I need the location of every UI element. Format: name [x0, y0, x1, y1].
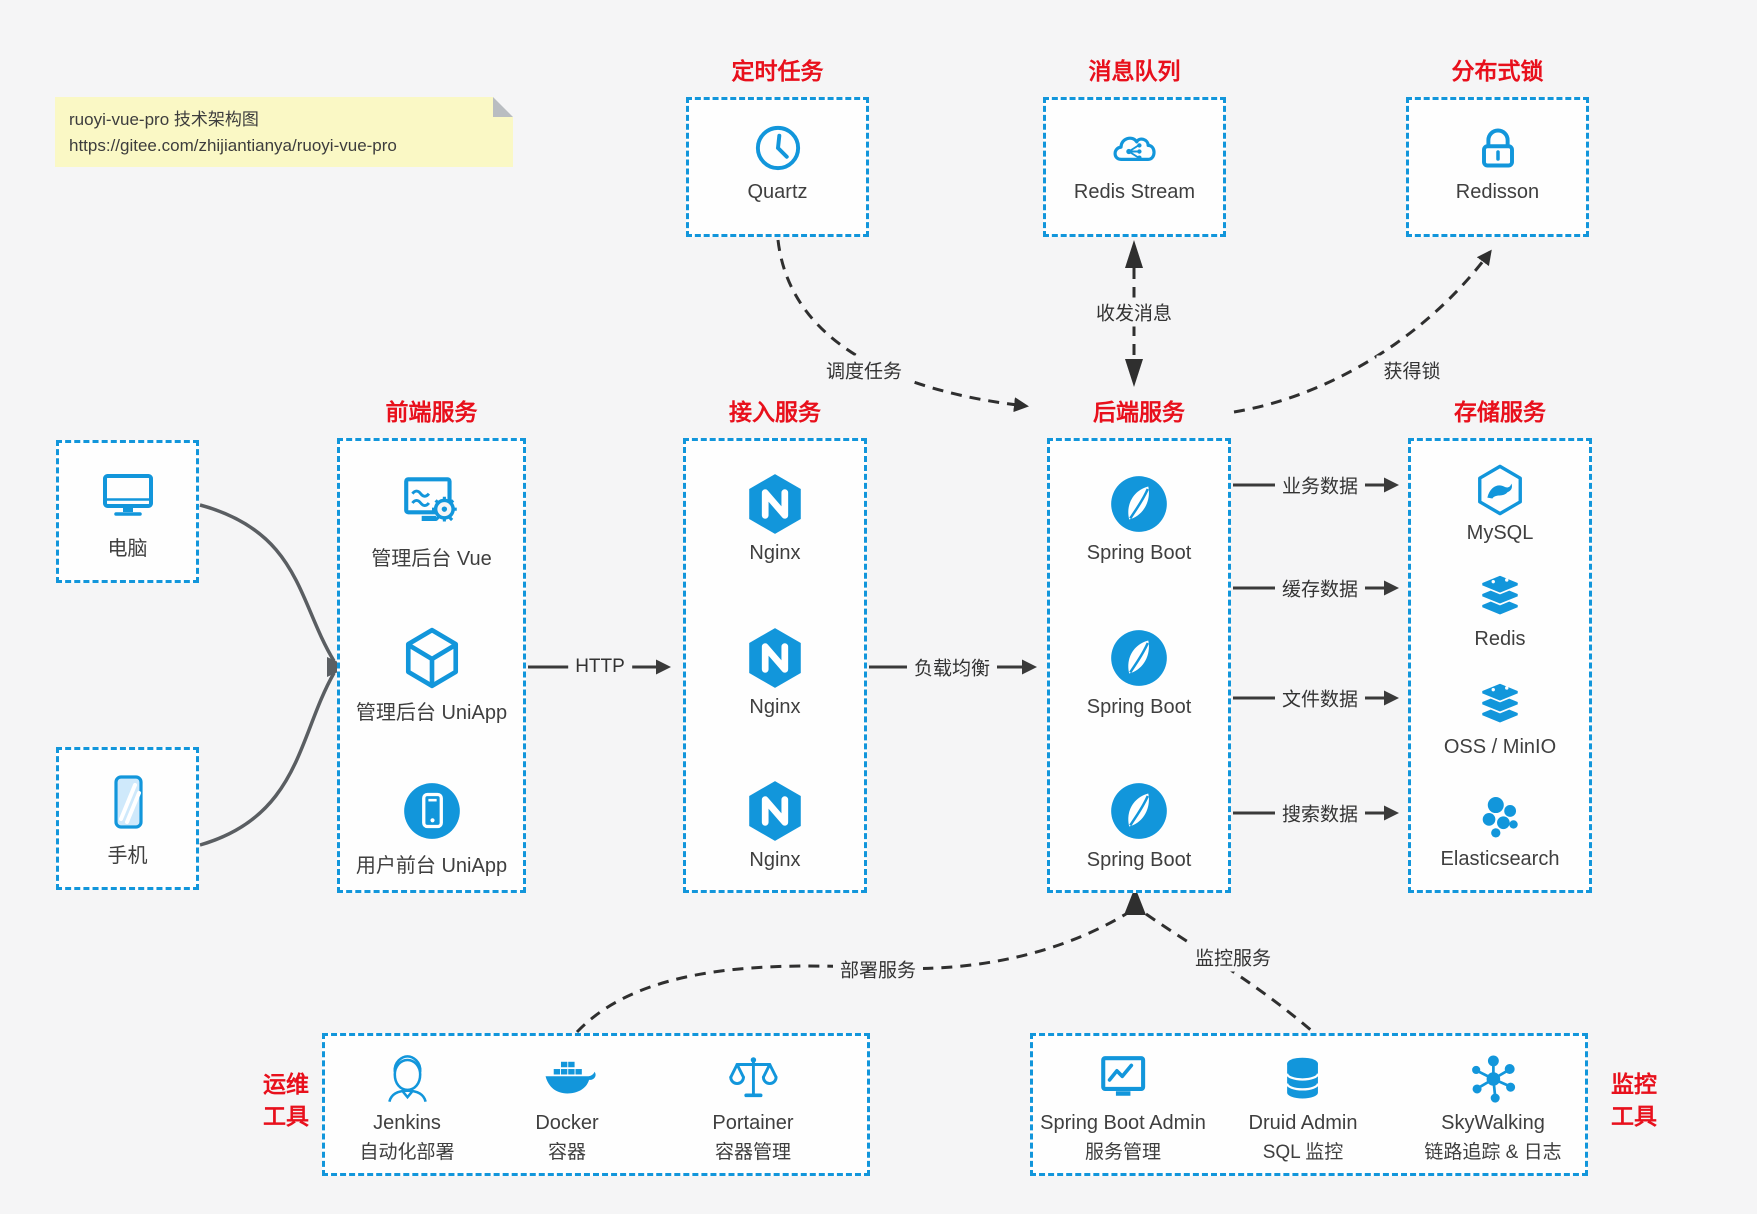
- edge-label-search-data: 搜索数据: [1274, 798, 1366, 828]
- skywalking-label: SkyWalking: [1441, 1112, 1545, 1134]
- clock-icon: [689, 120, 866, 176]
- nginx-icon: [686, 625, 864, 691]
- spring-boot-label: Spring Boot: [1086, 849, 1192, 871]
- spring-boot-label: Spring Boot: [1086, 542, 1192, 564]
- nginx-label: Nginx: [749, 696, 801, 718]
- lock-curve: [1233, 249, 1492, 414]
- client-merge-curves: [199, 503, 336, 847]
- mobile-label: 手机: [107, 845, 148, 867]
- skywalking-sub-label: 链路追踪 & 日志: [1424, 1142, 1562, 1163]
- column-title-frontend: 前端服务: [385, 399, 478, 425]
- group-title-distributed-lock: 分布式锁: [1451, 58, 1544, 84]
- note-url: https://gitee.com/zhijiantianya/ruoyi-vu…: [69, 135, 397, 155]
- redis-label: Redis: [1474, 628, 1526, 650]
- box-pc-client: 电脑: [56, 440, 199, 583]
- elasticsearch-label: Elasticsearch: [1440, 848, 1560, 870]
- box-monitor-tools: Spring Boot Admin 服务管理 Druid Admin SQL 监…: [1030, 1033, 1588, 1176]
- note-title: ruoyi-vue-pro 技术架构图: [69, 110, 259, 129]
- edge-label-schedule: 调度任务: [818, 355, 910, 385]
- redisson-label: Redisson: [1455, 181, 1540, 203]
- topology-icon: [1424, 1050, 1561, 1108]
- mysql-icon: [1411, 463, 1589, 517]
- edge-label-mq: 收发消息: [1088, 297, 1180, 327]
- spring-boot-admin-label: Spring Boot Admin: [1040, 1112, 1206, 1134]
- monitor-chart-icon: [1040, 1050, 1206, 1108]
- box-quartz: Quartz: [686, 97, 869, 237]
- box-ops-tools: Jenkins 自动化部署 Docker 容器: [322, 1033, 870, 1176]
- jenkins-icon: [359, 1050, 454, 1108]
- edge-label-http: HTTP: [568, 655, 632, 679]
- admin-vue-icon: [340, 471, 523, 537]
- spring-boot-label: Spring Boot: [1086, 696, 1192, 718]
- monitor-curve: [1145, 912, 1313, 1033]
- user-uniapp-label: 用户前台 UniApp: [355, 855, 508, 877]
- spring-boot-icon: [1050, 625, 1228, 691]
- nginx-icon: [686, 471, 864, 537]
- oss-minio-label: OSS / MinIO: [1443, 736, 1557, 758]
- redis-stream-label: Redis Stream: [1073, 181, 1196, 203]
- column-title-storage: 存储服务: [1454, 399, 1546, 425]
- spring-boot-admin-sub-label: 服务管理: [1084, 1142, 1161, 1163]
- desktop-icon: [59, 463, 196, 527]
- lock-icon: [1409, 120, 1586, 176]
- docker-label: Docker: [535, 1112, 599, 1134]
- box-gateway-services: Nginx Nginx Nginx: [683, 438, 867, 893]
- edge-label-monitor: 监控服务: [1187, 942, 1279, 972]
- spring-boot-icon: [1050, 471, 1228, 537]
- sticky-note: ruoyi-vue-pro 技术架构图 https://gitee.com/zh…: [55, 97, 513, 167]
- redis-stack-icon: [1411, 569, 1589, 623]
- side-title-monitor-tools: 监控 工具: [1611, 1071, 1657, 1130]
- admin-vue-label: 管理后台 Vue: [371, 548, 492, 570]
- box-redis-stream: Redis Stream: [1043, 97, 1226, 237]
- edge-label-load-balance: 负载均衡: [906, 652, 998, 682]
- portainer-icon: [712, 1050, 793, 1108]
- note-corner-fold: [493, 97, 513, 117]
- box-backend-services: Spring Boot Spring Boot Spring Boot: [1047, 438, 1231, 893]
- pc-label: 电脑: [107, 538, 148, 560]
- mq-arrowhead-down: [1125, 359, 1143, 387]
- user-uniapp-icon: [340, 778, 523, 844]
- edge-label-deploy: 部署服务: [832, 954, 924, 984]
- database-icon: [1249, 1050, 1358, 1108]
- uniapp-cube-icon: [340, 625, 523, 691]
- group-title-message-queue: 消息队列: [1088, 58, 1181, 84]
- nginx-label: Nginx: [749, 849, 801, 871]
- elasticsearch-icon: [1411, 789, 1589, 843]
- group-title-scheduled-task: 定时任务: [731, 58, 824, 84]
- side-title-ops-tools: 运维 工具: [263, 1071, 309, 1130]
- portainer-sub-label: 容器管理: [714, 1142, 791, 1163]
- edge-label-file-data: 文件数据: [1274, 683, 1366, 713]
- portainer-label: Portainer: [712, 1112, 794, 1134]
- edge-label-biz-data: 业务数据: [1274, 470, 1366, 500]
- edge-label-lock: 获得锁: [1376, 355, 1448, 385]
- druid-admin-label: Druid Admin: [1248, 1112, 1358, 1134]
- solid-arrows: [528, 477, 1399, 821]
- nginx-icon: [686, 778, 864, 844]
- box-storage-services: MySQL Redis: [1408, 438, 1592, 893]
- column-title-backend: 后端服务: [1093, 399, 1185, 425]
- admin-uniapp-label: 管理后台 UniApp: [355, 702, 508, 724]
- box-mobile-client: 手机: [56, 747, 199, 890]
- jenkins-sub-label: 自动化部署: [359, 1142, 455, 1163]
- nginx-label: Nginx: [749, 542, 801, 564]
- mysql-label: MySQL: [1466, 522, 1534, 544]
- edge-label-cache-data: 缓存数据: [1274, 573, 1366, 603]
- column-title-gateway: 接入服务: [729, 399, 821, 425]
- box-redisson: Redisson: [1406, 97, 1589, 237]
- docker-icon: [535, 1050, 598, 1108]
- mq-arrowhead-up: [1125, 240, 1143, 268]
- cloud-mq-icon: [1046, 120, 1223, 176]
- spring-boot-icon: [1050, 778, 1228, 844]
- druid-admin-sub-label: SQL 监控: [1262, 1142, 1344, 1163]
- phone-icon: [59, 770, 196, 834]
- docker-sub-label: 容器: [547, 1142, 587, 1163]
- jenkins-label: Jenkins: [373, 1112, 441, 1134]
- oss-minio-icon: [1411, 677, 1589, 731]
- quartz-label: Quartz: [747, 181, 808, 203]
- box-frontend-services: 管理后台 Vue 管理后台 UniApp 用户前台 UniApp: [337, 438, 526, 893]
